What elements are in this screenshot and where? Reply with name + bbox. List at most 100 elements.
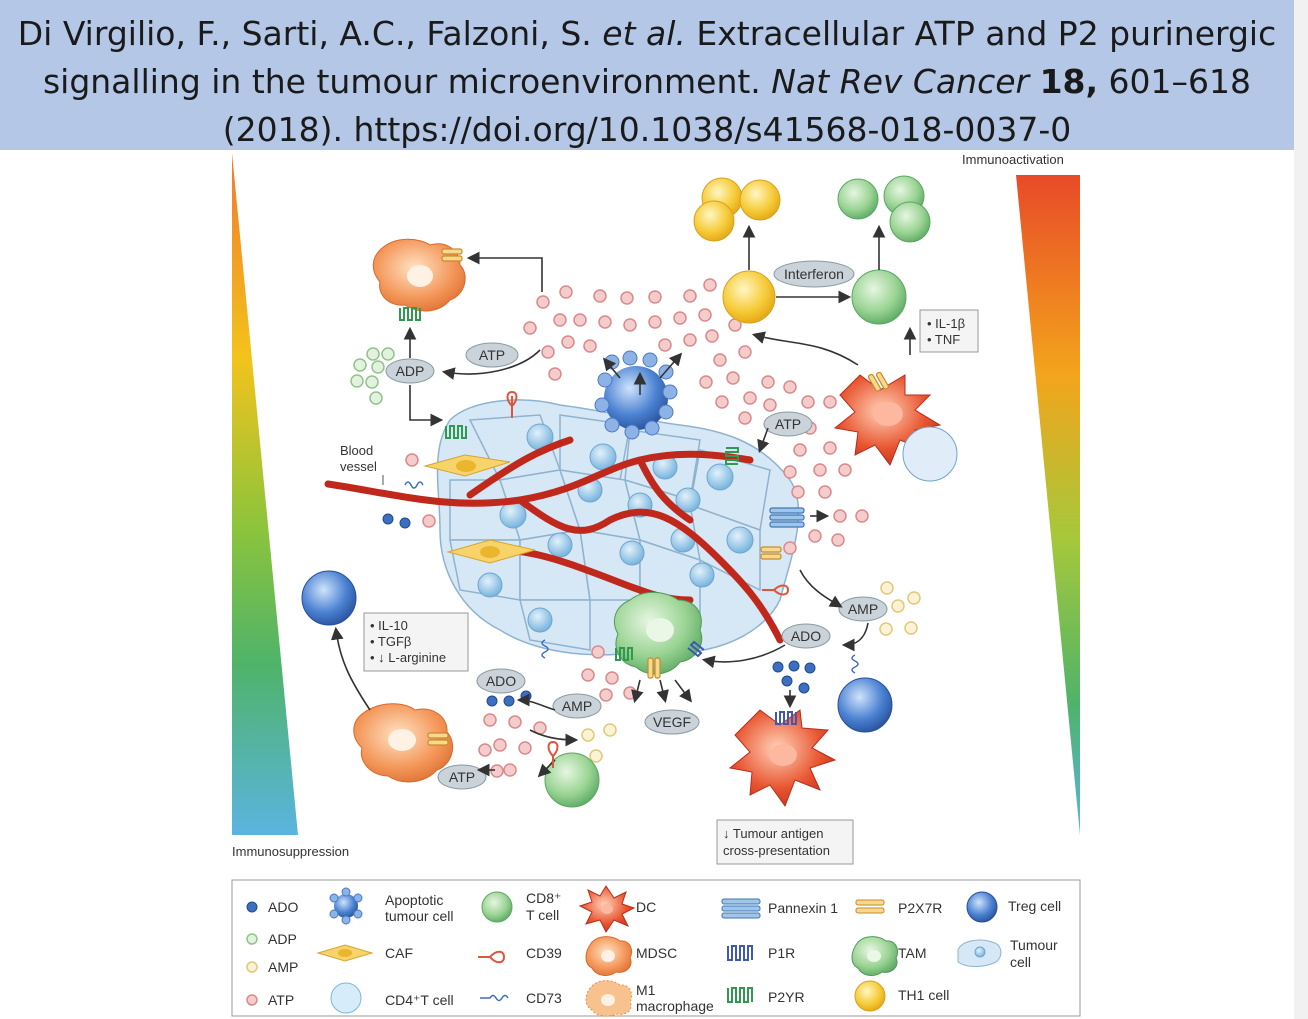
legend-m1-icon [585,980,633,1017]
caf-cell [423,454,511,477]
legend-amp-icon [246,961,258,973]
legend-pannexin-icon [721,898,761,919]
legend-ado: ADO [268,899,298,915]
citation-title: Extracellular ATP and P2 purinergic [696,14,1277,53]
legend-adp: ADP [268,931,297,947]
dc-cell [728,709,837,808]
cd39-enzymes [506,390,790,768]
treg-cell [837,677,893,733]
atp-molecules [405,278,869,778]
ado-bottom-pill: ADO [476,668,526,694]
legend-adp-icon [246,933,258,945]
citation-journal: Nat Rev Cancer [771,62,1030,101]
cytokine-box-right: • IL-1β • TNF [919,309,979,353]
pannexin-channel [769,507,805,528]
p1r-receptors [687,640,797,725]
antigen-box: ↓ Tumour antigen cross-presentation [716,819,854,865]
legend-apoptotic-2: tumour cell [385,908,453,924]
pathway-arrows [330,224,917,778]
svg-text:• ↓ L-arginine: • ↓ L-arginine [370,650,446,665]
legend-mdsc-icon [585,936,633,976]
legend-p2x7r-icon [855,899,885,914]
cd73-enzymes [404,481,859,674]
svg-text:ATP: ATP [479,347,505,363]
svg-text:VEGF: VEGF [653,714,691,730]
atp-top-pill: ATP [465,342,519,368]
svg-text:↓ Tumour antigen: ↓ Tumour antigen [723,826,823,841]
citation-line-1: Di Virgilio, F., Sarti, A.C., Falzoni, S… [0,10,1294,58]
svg-text:ATP: ATP [449,769,475,785]
legend-pannexin: Pannexin 1 [768,900,838,916]
blood-vessel-label-2: vessel [340,459,377,474]
citation-year: (2018). [222,110,343,149]
atp-right-pill: ATP [763,411,813,437]
svg-text:ADP: ADP [396,363,425,379]
svg-text:• TGFβ: • TGFβ [370,634,411,649]
legend-cd8-2: T cell [526,907,559,923]
legend-ado-icon [246,901,258,913]
legend-atp-icon [246,994,258,1006]
tumour-adjacent-cell [902,426,958,482]
legend-tumour-1: Tumour [1010,937,1058,953]
immunosuppression-gradient-bar [232,153,298,835]
legend-atp: ATP [268,992,294,1008]
legend: ADO ADP AMP ATP Apoptotic tumour cell CA… [231,879,1081,1017]
legend-cd8-icon [481,891,513,923]
interferon-pill: Interferon [773,260,855,288]
amp-molecules [581,581,921,763]
th1-cell [722,270,776,324]
cd8-t-cell-bottom [544,752,600,808]
blood-vessel-label-1: Blood [340,443,373,458]
ado-right-pill: ADO [781,623,831,649]
legend-caf: CAF [385,945,413,961]
citation-et-al: et al. [602,14,686,53]
svg-text:ADO: ADO [486,673,516,689]
legend-amp: AMP [268,959,298,975]
purinergic-signalling-figure: Immunoactivation Immunosuppression Blood… [231,152,1081,1017]
immunosuppression-label: Immunosuppression [232,844,349,859]
immunoactivation-gradient-bar [1016,175,1080,835]
legend-tam: TAM [898,945,927,961]
legend-tam-icon [851,936,899,976]
svg-text:Interferon: Interferon [784,266,844,282]
legend-cd73-icon [480,994,509,1002]
svg-text:ADO: ADO [791,628,821,644]
legend-cd39: CD39 [526,945,562,961]
citation-volume: 18, [1039,62,1099,101]
svg-text:• TNF: • TNF [927,332,960,347]
tam-cell [614,592,703,675]
legend-cd39-icon [478,950,506,964]
legend-th1-icon [854,980,886,1012]
svg-text:AMP: AMP [562,698,592,714]
amp-right-pill: AMP [838,596,888,622]
citation-title-cont: signalling in the tumour microenvironmen… [42,62,761,101]
legend-m1-2: macrophage [636,998,714,1014]
citation-banner: Di Virgilio, F., Sarti, A.C., Falzoni, S… [0,0,1294,150]
treg-cell [301,570,357,626]
legend-dc: DC [636,899,656,915]
citation-line-3: (2018). https://doi.org/10.1038/s41568-0… [0,106,1294,154]
legend-caf-icon [316,944,374,962]
vegf-pill: VEGF [644,709,700,735]
tumour-cell-nuclei [477,423,754,633]
atp-bottom-pill: ATP [437,764,487,790]
legend-p2x7r: P2X7R [898,900,942,916]
svg-text:• IL-1β: • IL-1β [927,316,965,331]
legend-p1r-icon [727,945,753,961]
p2x7r-receptors [427,248,889,746]
cd8-t-cell [851,269,907,325]
legend-cd4-icon [330,982,362,1014]
legend-tumour-2: cell [1010,954,1031,970]
right-edge-strip [1294,0,1308,1019]
svg-text:AMP: AMP [848,601,878,617]
legend-cd73: CD73 [526,990,562,1006]
amp-bottom-pill: AMP [552,693,602,719]
legend-treg-icon [966,891,998,923]
blood-vessel [324,436,784,644]
cytokine-box-left: • IL-10 • TGFβ • ↓ L-arginine [363,612,469,672]
mdsc-cell [353,703,454,783]
legend-cd8-1: CD8⁺ [526,890,561,906]
p2yr-receptors [399,307,739,661]
legend-treg: Treg cell [1008,898,1061,914]
svg-text:cross-presentation: cross-presentation [723,843,830,858]
